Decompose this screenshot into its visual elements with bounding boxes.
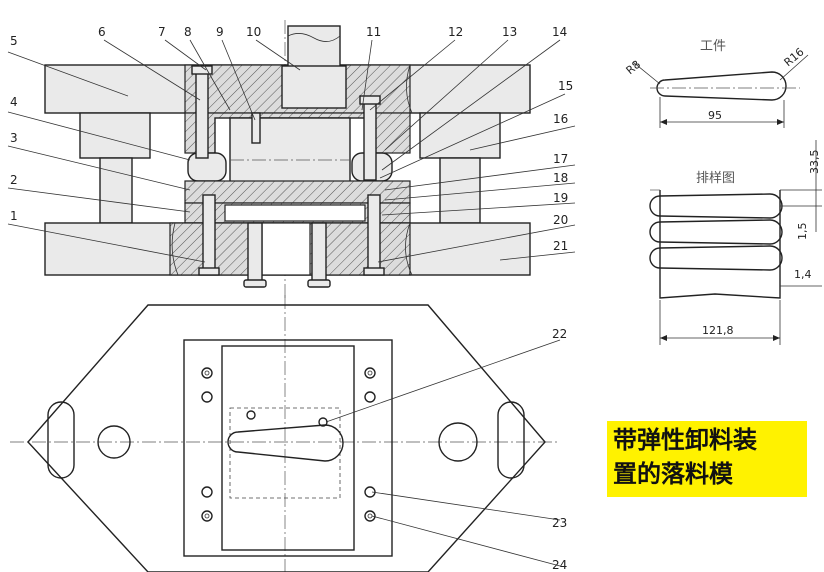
caption-box: 带弹性卸料装 置的落料模 <box>607 421 807 497</box>
section-view <box>44 20 531 300</box>
layout-label: 排样图 <box>696 171 735 186</box>
screw-lower-left <box>202 194 216 271</box>
plan-view: 22 23 24 <box>10 295 567 572</box>
dim-1-4: 1,4 <box>794 268 812 281</box>
part-3: 3 <box>10 131 18 145</box>
part-1: 1 <box>10 209 18 223</box>
guide-post-left <box>99 157 133 224</box>
guide-bush-right <box>419 112 501 159</box>
workpiece-label: 工件 <box>700 39 726 54</box>
part-23: 23 <box>552 516 567 530</box>
dim-1-5: 1,5 <box>796 223 809 241</box>
part-24: 24 <box>552 558 567 572</box>
die-shank <box>287 25 341 69</box>
dim-33-5: 33,5 <box>808 150 821 175</box>
plan-holes <box>201 367 376 522</box>
part-12: 12 <box>448 25 463 39</box>
part-10: 10 <box>246 25 261 39</box>
part-6: 6 <box>98 25 106 39</box>
part-5: 5 <box>10 34 18 48</box>
part-18: 18 <box>553 171 568 185</box>
part-11: 11 <box>366 25 381 39</box>
guide-bush-left <box>79 112 151 159</box>
guide-post-right <box>439 157 481 224</box>
strip-outline <box>659 190 781 299</box>
part-21: 21 <box>553 239 568 253</box>
part-9: 9 <box>216 25 224 39</box>
part-leaders: 5 4 3 2 1 6 7 8 9 10 11 12 13 14 15 16 1… <box>7 25 576 263</box>
dim-95: 95 <box>708 109 722 122</box>
screw-left <box>195 69 209 159</box>
part-13: 13 <box>502 25 517 39</box>
caption-line-2: 置的落料模 <box>613 460 733 488</box>
strip-layout-view: 排样图 33,5 1,5 1,4 121,8 <box>649 140 822 345</box>
radius-r8: R8 <box>624 58 644 77</box>
guide-hole-right <box>438 422 478 462</box>
part-2: 2 <box>10 173 18 187</box>
part-17: 17 <box>553 152 568 166</box>
part-19: 19 <box>553 191 568 205</box>
workpiece-view: 工件 R8 R16 95 <box>624 39 809 128</box>
part-4: 4 <box>10 95 18 109</box>
part-22: 22 <box>552 327 567 341</box>
part-20: 20 <box>553 213 568 227</box>
ejector-pin-left <box>247 222 263 286</box>
dim-121-8: 121,8 <box>702 324 734 337</box>
ejector-pin-right <box>311 222 327 286</box>
part-8: 8 <box>184 25 192 39</box>
part-7: 7 <box>158 25 166 39</box>
radius-r16: R16 <box>782 45 807 69</box>
blank-opening <box>227 424 344 462</box>
workpiece-outline <box>656 71 787 101</box>
part-16: 16 <box>553 112 568 126</box>
part-15: 15 <box>558 79 573 93</box>
caption-line-1: 带弹性卸料装 <box>613 426 757 454</box>
part-14: 14 <box>552 25 567 39</box>
guide-hole-left <box>97 425 131 459</box>
lower-plate-outline <box>27 304 546 572</box>
